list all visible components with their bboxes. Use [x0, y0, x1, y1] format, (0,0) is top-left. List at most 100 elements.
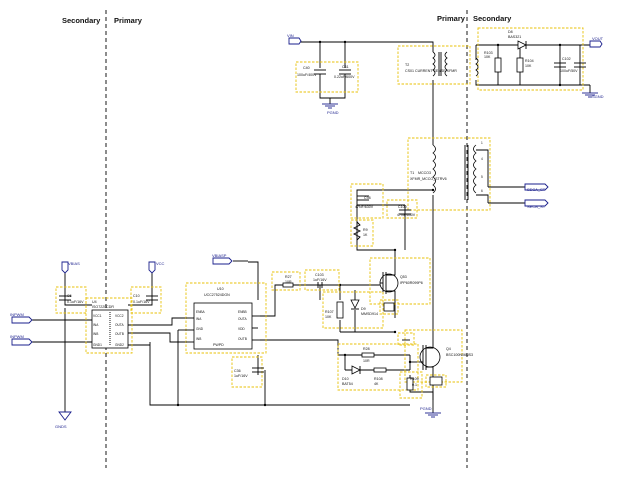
- svg-text:C102: C102: [562, 57, 571, 61]
- svg-text:GND: GND: [196, 327, 204, 331]
- net-flag-sec-b: SECB_ST: [524, 199, 549, 209]
- low-side-drive-block: R28 10R D10 BAT54 R108 4K: [337, 343, 419, 391]
- svg-text:INA: INA: [93, 323, 99, 327]
- net-flag-sec-a: SECA_ST: [524, 183, 549, 192]
- svg-text:OUTB: OUTB: [115, 332, 124, 336]
- net-flag-vbias-drv: VBIASP: [212, 253, 233, 265]
- svg-text:0.1: 0.1: [412, 383, 417, 387]
- svg-text:ENBB: ENBB: [238, 310, 247, 314]
- svg-text:C40: C40: [303, 66, 310, 70]
- svg-text:XFMR_MCCO_STRV6: XFMR_MCCO_STRV6: [410, 177, 447, 181]
- svg-text:C98: C98: [364, 196, 371, 200]
- snubber-block: C98 47NF/630V: [350, 183, 384, 219]
- svg-text:OUTA: OUTA: [238, 317, 247, 321]
- svg-text:T2: T2: [405, 63, 409, 67]
- svg-text:C41: C41: [342, 65, 349, 69]
- ground-sgnd: SGND: [582, 92, 604, 99]
- svg-text:ISO7220CDR: ISO7220CDR: [92, 305, 114, 309]
- net-flag-inp: INPWM: [10, 312, 33, 324]
- svg-text:10K: 10K: [325, 315, 332, 319]
- domain-label-right-primary: Primary: [437, 14, 466, 23]
- svg-text:VCC1: VCC1: [93, 314, 102, 318]
- net-flag-vout: VOUT: [589, 36, 604, 48]
- net-flag-vcc: VCC: [148, 261, 165, 274]
- net-label-sgnd: SGND: [592, 94, 604, 99]
- junction-dots: [176, 40, 562, 407]
- svg-text:Q53: Q53: [400, 275, 407, 279]
- mosfet-q53: Q53 IPP60R099P6: [369, 257, 431, 305]
- svg-text:1: 1: [481, 141, 483, 145]
- svg-text:INB: INB: [196, 337, 201, 341]
- svg-text:C103: C103: [315, 273, 324, 277]
- net-label-inp: INPWM: [10, 312, 24, 317]
- svg-text:OUTB: OUTB: [238, 337, 247, 341]
- ground-pgnd-bottom: PGND: [420, 406, 441, 418]
- svg-text:5: 5: [481, 175, 483, 179]
- net-label-vout: VOUT: [592, 36, 604, 41]
- net-label-inn: INPWM: [10, 334, 24, 339]
- wiring: [32, 41, 591, 413]
- svg-text:C6: C6: [67, 294, 72, 298]
- net-label-pgnd-bottom: PGND: [420, 406, 432, 411]
- gate-driver-u10: U10 UCC27524DGN PWPD ENBA INA GND INB EN…: [177, 282, 267, 354]
- resistor-r109: R109 0.1: [399, 371, 423, 399]
- svg-text:0.22uF/600V: 0.22uF/600V: [334, 75, 355, 79]
- transformer-t2: T2 CS01 CURRENT SENSE XFMR: [397, 45, 471, 85]
- svg-text:BAS321: BAS321: [508, 35, 521, 39]
- svg-text:D10: D10: [342, 377, 349, 381]
- bead-block: [379, 299, 399, 315]
- svg-text:CS01 CURRENT SENSE XFMR: CS01 CURRENT SENSE XFMR: [405, 69, 457, 73]
- svg-text:GND1: GND1: [93, 343, 102, 347]
- svg-text:C36: C36: [234, 369, 241, 373]
- domain-label-left-primary: Primary: [114, 16, 143, 25]
- output-filter-block: D8 BAS321 R103 10K R104 10K C102 100uF/5…: [475, 27, 586, 91]
- svg-text:INA: INA: [196, 317, 202, 321]
- net-label-vin: VIN: [287, 33, 294, 38]
- svg-text:VDD: VDD: [238, 327, 245, 331]
- svg-text:4K: 4K: [374, 382, 379, 386]
- svg-text:10R: 10R: [363, 359, 370, 363]
- ground-pgnd-top: PGND: [322, 103, 339, 115]
- svg-text:47NF/630V: 47NF/630V: [355, 205, 374, 209]
- svg-text:OUTA: OUTA: [115, 323, 124, 327]
- svg-text:R27: R27: [285, 275, 292, 279]
- resistor-r27: R27 10R: [271, 271, 301, 291]
- net-flag-inn: INPWM: [10, 334, 33, 346]
- domain-label-right-secondary: Secondary: [473, 14, 512, 23]
- svg-text:MMSD914: MMSD914: [361, 312, 378, 316]
- capacitor-c41: C41 0.22uF/600V: [334, 65, 355, 82]
- svg-text:UCC27524DGN: UCC27524DGN: [204, 293, 230, 297]
- svg-text:C10: C10: [133, 294, 140, 298]
- domain-label-left-secondary: Secondary: [62, 16, 101, 25]
- svg-text:1K: 1K: [363, 233, 368, 237]
- capacitor-c100: C100 47NF/630V: [386, 199, 418, 219]
- svg-text:R109: R109: [410, 377, 419, 381]
- resistor-r9: R9 1K: [350, 219, 374, 247]
- isolator-u4: U4 ISO7220CDR VCC1 INA INB GND1 VCC2 OUT…: [85, 297, 133, 354]
- svg-text:MCCO3: MCCO3: [418, 171, 431, 175]
- svg-text:R104: R104: [525, 59, 534, 63]
- svg-text:D9: D9: [361, 307, 366, 311]
- svg-text:T1: T1: [410, 171, 414, 175]
- svg-text:PWPD: PWPD: [213, 343, 224, 347]
- net-label-pgnd-top: PGND: [327, 110, 339, 115]
- transformer-t1: T1 MCCO3 XFMR_MCCO_STRV6 1 4 5 6: [407, 137, 491, 211]
- svg-text:100uF/50V: 100uF/50V: [560, 69, 578, 73]
- net-label-sec-a: SECA_ST: [527, 187, 546, 192]
- svg-text:100uF/400V: 100uF/400V: [297, 73, 317, 77]
- svg-text:R103: R103: [484, 51, 493, 55]
- ground-gnds: GNDS: [55, 411, 72, 429]
- svg-text:10R: 10R: [285, 280, 292, 284]
- svg-text:R9: R9: [363, 228, 368, 232]
- svg-text:U10: U10: [217, 287, 224, 291]
- svg-text:VCC2: VCC2: [115, 314, 124, 318]
- capacitor-c10: C10 0.1uF/16V: [130, 286, 162, 314]
- net-flag-vbias: VBIAS: [61, 261, 80, 274]
- svg-text:R107: R107: [325, 310, 334, 314]
- svg-text:10K: 10K: [525, 64, 532, 68]
- svg-text:1uF/16V: 1uF/16V: [313, 278, 327, 282]
- small-cap-block: [397, 332, 415, 346]
- capacitor-c103: C103 1uF/16V: [304, 269, 340, 291]
- svg-text:R108: R108: [374, 377, 383, 381]
